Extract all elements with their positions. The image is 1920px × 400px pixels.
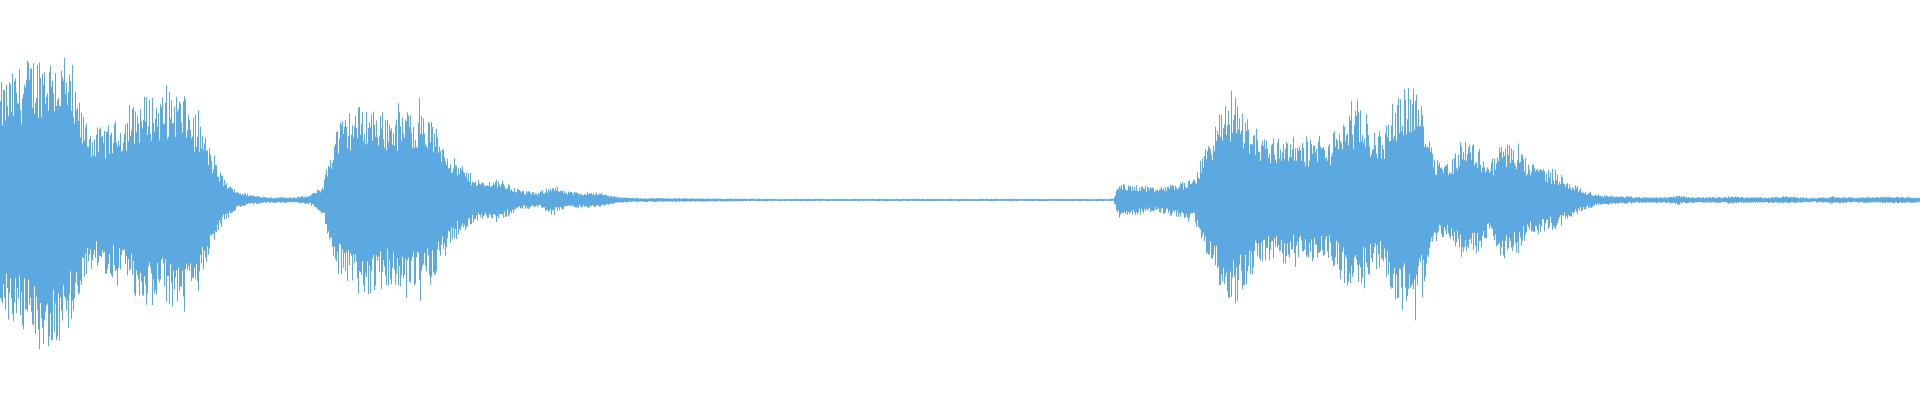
waveform-bars [0,57,1920,350]
waveform-trace [0,57,1920,350]
